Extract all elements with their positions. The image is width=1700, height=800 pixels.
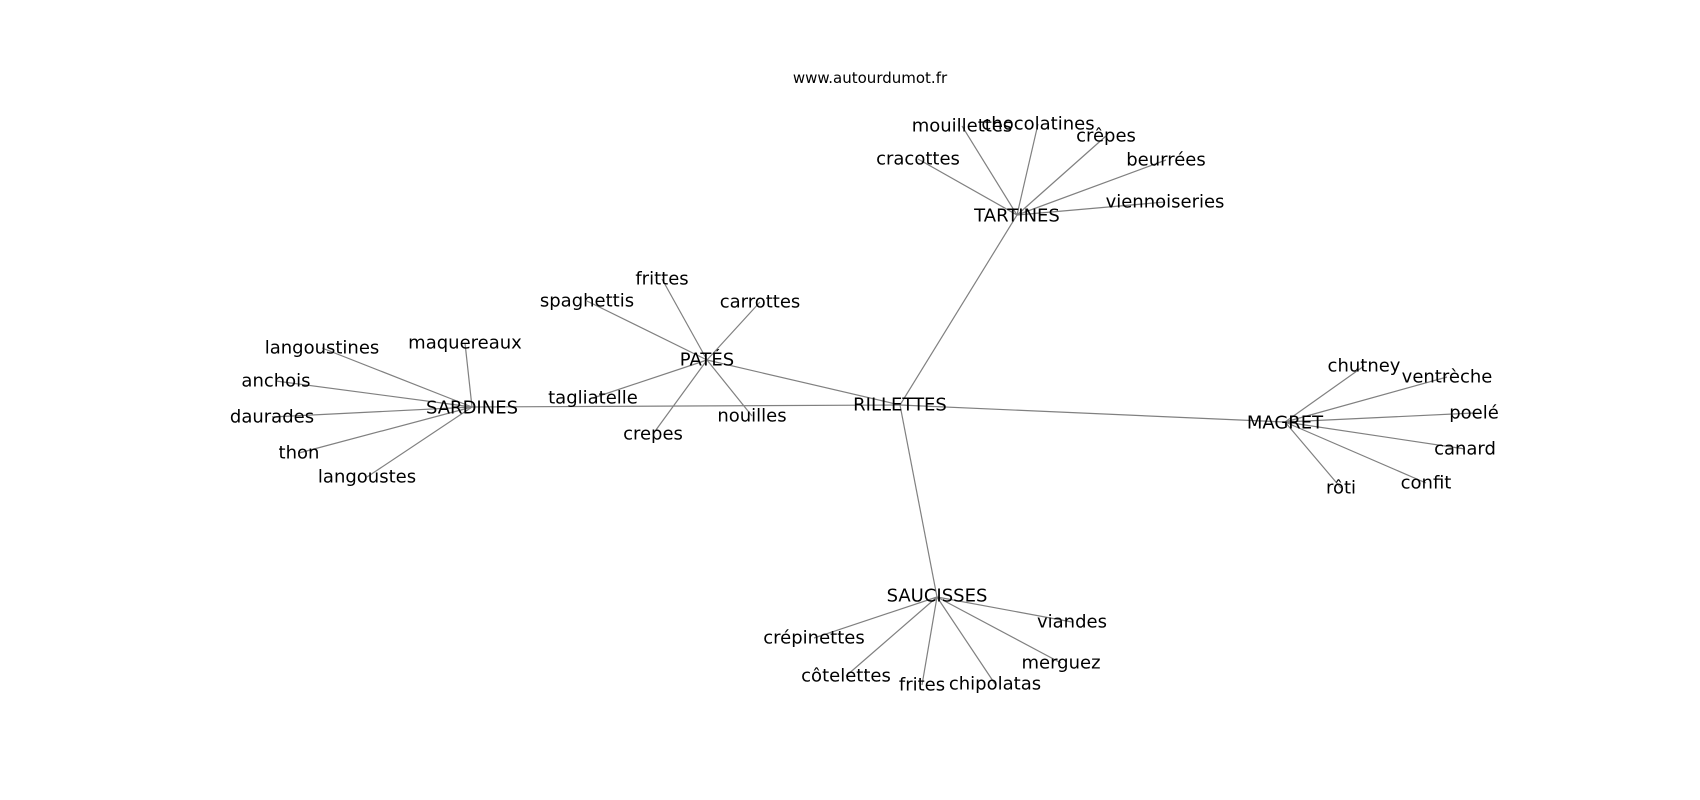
graph-labels: RILLETTES TARTINES PATÉS SARDINES MAGRET SAUC… (230, 114, 1499, 696)
node-label-daurades: daurades (230, 407, 314, 428)
node-label-roti: rôti (1326, 478, 1356, 499)
node-label-spaghettis: spaghettis (540, 291, 634, 312)
edge-sardines-langoustines (321, 347, 473, 408)
node-label-cotelettes: côtelettes (801, 666, 891, 687)
node-label-tagliatelle: tagliatelle (548, 388, 638, 409)
node-label-sardines: SARDINES (426, 398, 518, 419)
edge-rillettes-tartines (899, 214, 1018, 406)
edge-tartines-cracottes (917, 158, 1018, 216)
edge-sardines-maquereaux (464, 342, 473, 408)
node-label-viandes: viandes (1037, 612, 1107, 633)
edge-magret-canard (1284, 421, 1466, 450)
node-label-crepes-tartines: crêpes (1076, 126, 1136, 147)
node-label-nouilles: nouilles (717, 406, 786, 427)
edge-sardines-anchois (275, 380, 473, 408)
node-label-tartines: TARTINES (973, 206, 1060, 227)
node-label-canard: canard (1434, 439, 1496, 460)
node-label-pates: PATÉS (680, 349, 734, 371)
node-label-langoustines: langoustines (265, 338, 380, 359)
edge-sardines-langoustes (366, 406, 473, 478)
edge-magret-poele (1284, 412, 1475, 423)
edge-pates-crepes-pates (652, 359, 708, 435)
edge-rillettes-sardines (471, 404, 901, 408)
node-label-crepinettes: crépinettes (763, 628, 864, 649)
edge-magret-ventreche (1284, 376, 1448, 423)
edge-tartines-crepes-tartines (1016, 135, 1107, 216)
node-label-mouillettes: mouillettes (912, 116, 1013, 137)
edge-saucisses-merguez (936, 596, 1062, 664)
edge-saucisses-frites (921, 596, 938, 686)
node-label-merguez: merguez (1021, 653, 1100, 674)
edge-sardines-thon (298, 406, 473, 454)
node-label-ventreche: ventrèche (1402, 367, 1493, 388)
edge-rillettes-pates (706, 359, 901, 406)
edge-pates-carrottes (706, 301, 761, 361)
edge-saucisses-chipolatas (936, 596, 996, 685)
node-label-maquereaux: maquereaux (408, 333, 522, 354)
edge-magret-confit (1284, 421, 1427, 484)
node-label-beurrees: beurrées (1126, 150, 1206, 171)
edge-sardines-daurades (271, 406, 473, 418)
node-label-frites: frites (899, 675, 945, 696)
watermark-url: www.autourdumot.fr (793, 69, 948, 87)
edge-tartines-beurrees (1016, 159, 1167, 216)
node-label-magret: MAGRET (1247, 413, 1324, 434)
edge-saucisses-crepinettes (813, 596, 938, 639)
edge-saucisses-cotelettes (845, 596, 938, 677)
node-label-viennoiseries: viennoiseries (1106, 192, 1225, 213)
node-label-crepes-pates: crepes (623, 424, 683, 445)
edge-tartines-chocolatines (1016, 123, 1039, 216)
edge-pates-nouilles (706, 359, 753, 417)
edge-pates-spaghettis (586, 300, 708, 361)
edge-magret-chutney (1284, 365, 1365, 423)
edge-pates-frittes (661, 278, 708, 361)
edge-tartines-mouillettes (961, 125, 1018, 216)
node-label-saucisses: SAUCISSES (887, 586, 988, 607)
node-label-poele: poelé (1449, 403, 1499, 424)
graph-edges (271, 123, 1475, 686)
edge-tartines-viennoiseries (1016, 201, 1166, 216)
node-label-chutney: chutney (1328, 356, 1401, 377)
node-label-anchois: anchois (241, 371, 310, 392)
edge-pates-tagliatelle (592, 359, 708, 399)
node-label-cracottes: cracottes (876, 149, 960, 170)
edge-rillettes-magret (899, 404, 1286, 423)
node-label-frittes: frittes (635, 269, 688, 290)
node-label-carrottes: carrottes (720, 292, 801, 313)
node-label-confit: confit (1401, 473, 1452, 494)
node-label-rillettes: RILLETTES (853, 395, 947, 416)
node-label-langoustes: langoustes (318, 467, 416, 488)
edge-magret-roti (1284, 421, 1342, 489)
edge-rillettes-saucisses (899, 404, 938, 598)
node-label-thon: thon (279, 443, 320, 464)
node-label-chocolatines: chocolatines (981, 114, 1094, 135)
edge-saucisses-viandes (936, 596, 1073, 623)
node-label-chipolatas: chipolatas (949, 674, 1041, 695)
